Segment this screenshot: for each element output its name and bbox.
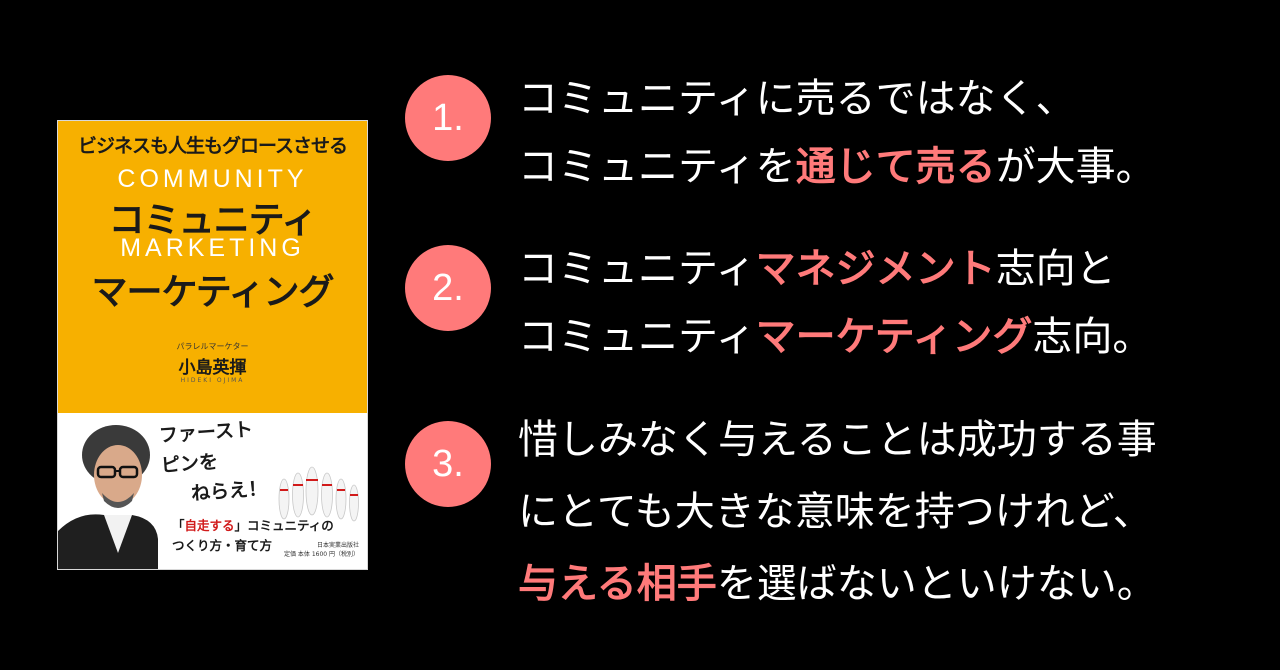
point-3-line2: にとても大きな意味を持つけれど、 <box>518 489 1153 535</box>
point-2-line2: コミュニティマーケティング志向。 <box>518 303 1152 371</box>
point-3-line3: 与える相手を選ばないといけない。 <box>518 548 1157 620</box>
book-title-ja-marketing: マーケティング <box>91 272 334 313</box>
book-price: 定価 本体 1600 円（税別） <box>284 551 359 558</box>
point-3-line1: 惜しみなく与えることは成功する事 <box>518 417 1157 463</box>
book-cover: ビジネスも人生もグロースさせる COMMUNITY コミュニティ MARKETI… <box>57 120 368 570</box>
book-subtitle-bracket-open: 「 <box>172 518 185 533</box>
book-subtitle-highlight: 自走する <box>184 518 235 533</box>
book-kicker: ビジネスも人生もグロースさせる <box>77 135 348 157</box>
book-publisher: 日本実業出版社 <box>316 542 359 549</box>
book-author: 小島英揮 <box>178 358 247 378</box>
book-title-ja-community: コミュニティ <box>108 200 318 241</box>
point-2-line2-pre: コミュニティ <box>518 314 756 360</box>
book-subtitle-line2: つくり方・育て方 <box>172 538 273 553</box>
point-2-number-badge: 2. <box>405 245 491 331</box>
point-2-line1-pre: コミュニティ <box>518 246 756 292</box>
point-3-line3-post: を選ばないといけない。 <box>716 561 1157 607</box>
book-slogan-line1: ファーストピンを <box>158 418 254 477</box>
point-1-line2-post: が大事。 <box>995 144 1156 190</box>
book-slogan: ファーストピンを ねらえ！ <box>158 413 276 511</box>
book-cover-yellow-panel: ビジネスも人生もグロースさせる COMMUNITY コミュニティ MARKETI… <box>58 121 367 413</box>
bowling-pins-illustration <box>278 466 359 522</box>
book-subtitle-rest: 」コミュニティの <box>234 518 334 533</box>
point-2-line2-post: 志向。 <box>1032 314 1153 360</box>
point-1-highlight: 通じて売る <box>795 144 996 190</box>
point-3-highlight: 与える相手 <box>518 561 717 607</box>
point-2-line1-post: 志向と <box>995 246 1116 292</box>
book-publisher-block: 日本実業出版社 定価 本体 1600 円（税別） <box>284 541 359 559</box>
point-1-number-badge: 1. <box>405 75 491 161</box>
book-subtitle: 「自走する」コミュニティの つくり方・育て方 <box>172 516 334 556</box>
book-author-romaji: HIDEKI OJIMA <box>180 377 245 384</box>
point-1-line2: コミュニティを通じて売るが大事。 <box>518 133 1156 201</box>
point-1-text: コミュニティに売るではなく、 コミュニティを通じて売るが大事。 <box>518 65 1156 201</box>
point-2-text: コミュニティマネジメント志向と コミュニティマーケティング志向。 <box>518 235 1152 371</box>
point-2-line1: コミュニティマネジメント志向と <box>518 235 1152 303</box>
point-1-line2-pre: コミュニティを <box>518 144 796 190</box>
author-photo <box>58 413 158 569</box>
point-3-text: 惜しみなく与えることは成功する事 にとても大きな意味を持つけれど、 与える相手を… <box>518 404 1157 620</box>
point-2-highlight-2: マーケティング <box>755 314 1033 360</box>
book-author-kicker: パラレルマーケター <box>176 342 249 351</box>
book-title-en-community: COMMUNITY <box>117 165 308 193</box>
point-1-line1: コミュニティに売るではなく、 <box>518 76 1076 122</box>
book-title-en-marketing: MARKETING <box>120 234 305 262</box>
point-2-highlight-1: マネジメント <box>755 246 996 292</box>
point-3-number-badge: 3. <box>405 421 491 507</box>
